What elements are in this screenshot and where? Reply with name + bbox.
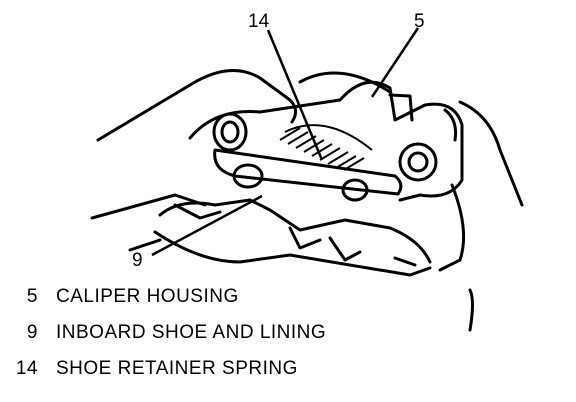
leader-5 bbox=[370, 27, 420, 98]
parts-legend: 5 CALIPER HOUSING 9 INBOARD SHOE AND LIN… bbox=[6, 286, 566, 394]
callout-5: 5 bbox=[414, 11, 425, 32]
right-hand bbox=[458, 100, 524, 207]
legend-item: 14 SHOE RETAINER SPRING bbox=[6, 358, 566, 394]
inboard-shoe bbox=[213, 148, 403, 196]
legend-label: INBOARD SHOE AND LINING bbox=[56, 322, 327, 343]
legend-number: 5 bbox=[26, 286, 38, 307]
leader-14 bbox=[266, 29, 324, 161]
legend-label: CALIPER HOUSING bbox=[56, 286, 239, 307]
callout-14: 14 bbox=[248, 11, 270, 32]
caliper-pin-right bbox=[398, 142, 438, 182]
leader-9 bbox=[151, 194, 263, 257]
legend-item: 9 INBOARD SHOE AND LINING bbox=[6, 322, 566, 358]
legend-number: 9 bbox=[26, 322, 38, 343]
caliper-pin-left bbox=[212, 112, 248, 152]
callout-9: 9 bbox=[132, 250, 143, 271]
legend-label: SHOE RETAINER SPRING bbox=[56, 358, 298, 379]
legend-item: 5 CALIPER HOUSING bbox=[6, 286, 566, 322]
shoe-retainer-spring bbox=[279, 124, 373, 171]
left-hand bbox=[96, 68, 297, 142]
legend-number: 14 bbox=[15, 358, 38, 379]
